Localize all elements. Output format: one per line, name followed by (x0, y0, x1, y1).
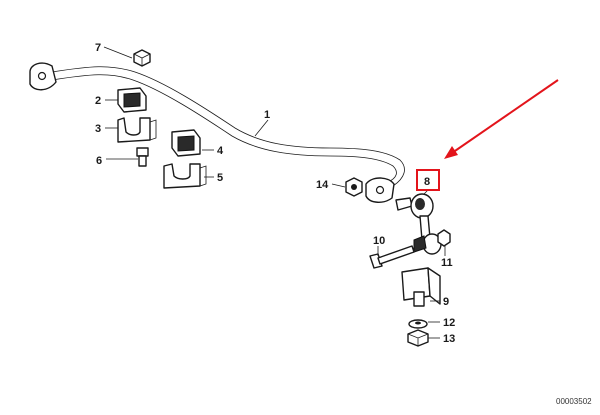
callout-4: 4 (217, 145, 224, 157)
callout-6: 6 (96, 155, 102, 167)
callout-7: 7 (95, 42, 101, 54)
bolt-part-6 (136, 147, 149, 167)
nut-part-11 (437, 229, 451, 247)
callout-13: 13 (443, 333, 455, 345)
callout-10: 10 (373, 235, 385, 247)
leader-lines (103, 46, 446, 339)
callout-8: 8 (424, 176, 430, 188)
nut-part-13 (407, 329, 429, 347)
bracket-part-3 (117, 117, 157, 143)
callout-14: 14 (316, 179, 329, 191)
callout-12: 12 (443, 317, 455, 329)
rubber-mount-part-4 (171, 129, 201, 157)
highlight-box: 8 (416, 169, 440, 191)
callout-5: 5 (217, 172, 223, 184)
callout-labels: 7 2 3 6 4 5 1 14 10 11 9 12 13 (95, 42, 455, 345)
stabilizer-bar (29, 62, 405, 203)
callout-3: 3 (95, 123, 101, 135)
callout-11: 11 (441, 257, 453, 269)
washer-part-12 (408, 319, 428, 329)
reference-code: 00003502 (556, 397, 592, 406)
lower-bracket-part-9 (401, 267, 441, 307)
bolt-part-10 (369, 245, 415, 269)
callout-1: 1 (264, 109, 270, 121)
callout-2: 2 (95, 95, 101, 107)
highlight-arrow (444, 79, 559, 159)
callout-9: 9 (443, 296, 449, 308)
stabilizer-link-part-8 (395, 193, 442, 255)
nut-part-7 (133, 49, 151, 67)
nut-part-14 (345, 177, 363, 197)
bracket-part-5 (163, 163, 207, 189)
rubber-mount-part-2 (117, 87, 147, 113)
